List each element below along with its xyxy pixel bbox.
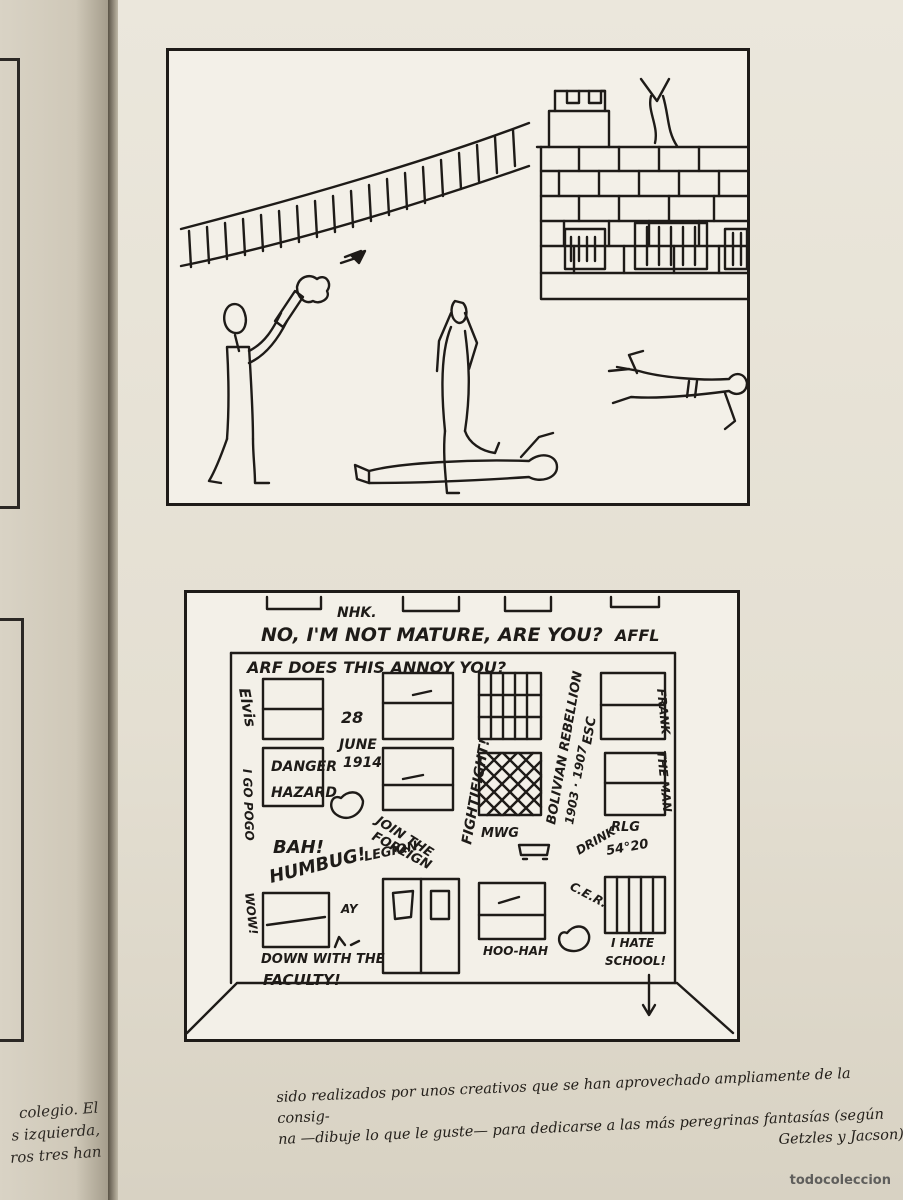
right-page: NHK. NO, I'M NOT MATURE, ARE YOU? AFFL A… bbox=[118, 0, 903, 1200]
drawing-panel-top bbox=[166, 48, 750, 506]
graffiti-elvis: Elvis bbox=[235, 687, 260, 729]
graffiti-the-man: THE MAN bbox=[654, 750, 674, 813]
left-figure-frame-bottom bbox=[0, 618, 24, 1042]
graffiti-cera: C.E.R. bbox=[568, 879, 610, 910]
graffiti-hoo-hah: HOO-HAH bbox=[483, 944, 548, 958]
graffiti-rlg: RLG bbox=[611, 820, 640, 835]
graffiti-nhk: NHK. bbox=[337, 605, 377, 621]
graffiti-bah: BAH! bbox=[273, 837, 324, 858]
left-page-caption: colegio. El s izquierda, ros tres han bbox=[0, 1097, 103, 1170]
escape-scene-drawing bbox=[179, 77, 747, 495]
graffiti-frank: FRANK bbox=[654, 688, 673, 737]
watermark-logo: todocoleccion bbox=[789, 1173, 891, 1188]
graffiti-affl: AFFL bbox=[613, 626, 659, 645]
graffiti-faculty: FACULTY! bbox=[263, 971, 341, 989]
graffiti-esc: ESC bbox=[580, 715, 600, 745]
graffiti-wall-drawing: NHK. NO, I'M NOT MATURE, ARE YOU? AFFL A… bbox=[187, 595, 735, 1035]
drawing-panel-bottom: NHK. NO, I'M NOT MATURE, ARE YOU? AFFL A… bbox=[184, 590, 740, 1042]
graffiti-wow: WOW! bbox=[242, 892, 260, 935]
graffiti-date-num: 28 bbox=[341, 708, 363, 727]
graffiti-down-with: DOWN WITH THE bbox=[261, 952, 385, 967]
graffiti-school: SCHOOL! bbox=[605, 954, 666, 968]
graffiti-date-month: JUNE bbox=[336, 737, 377, 753]
graffiti-danger: DANGER bbox=[271, 759, 337, 775]
graffiti-i-go-pogo: I GO POGO bbox=[240, 769, 257, 841]
left-page: colegio. El s izquierda, ros tres han bbox=[0, 0, 108, 1200]
graffiti-ay: AY bbox=[340, 902, 359, 916]
graffiti-mwg: MWG bbox=[481, 826, 519, 841]
figure-caption: sido realizados por unos creativos que s… bbox=[276, 1062, 903, 1172]
graffiti-banner: NO, I'M NOT MATURE, ARE YOU? bbox=[261, 624, 603, 646]
graffiti-mirror-text: ARF DOES THIS ANNOY YOU? bbox=[245, 658, 506, 677]
graffiti-i-hate: I HATE bbox=[611, 936, 655, 950]
graffiti-hazard: HAZARD bbox=[271, 785, 337, 801]
graffiti-5420: 54°20 bbox=[605, 837, 650, 859]
graffiti-date-year: 1914 bbox=[343, 755, 382, 771]
left-figure-frame-top bbox=[0, 58, 20, 509]
